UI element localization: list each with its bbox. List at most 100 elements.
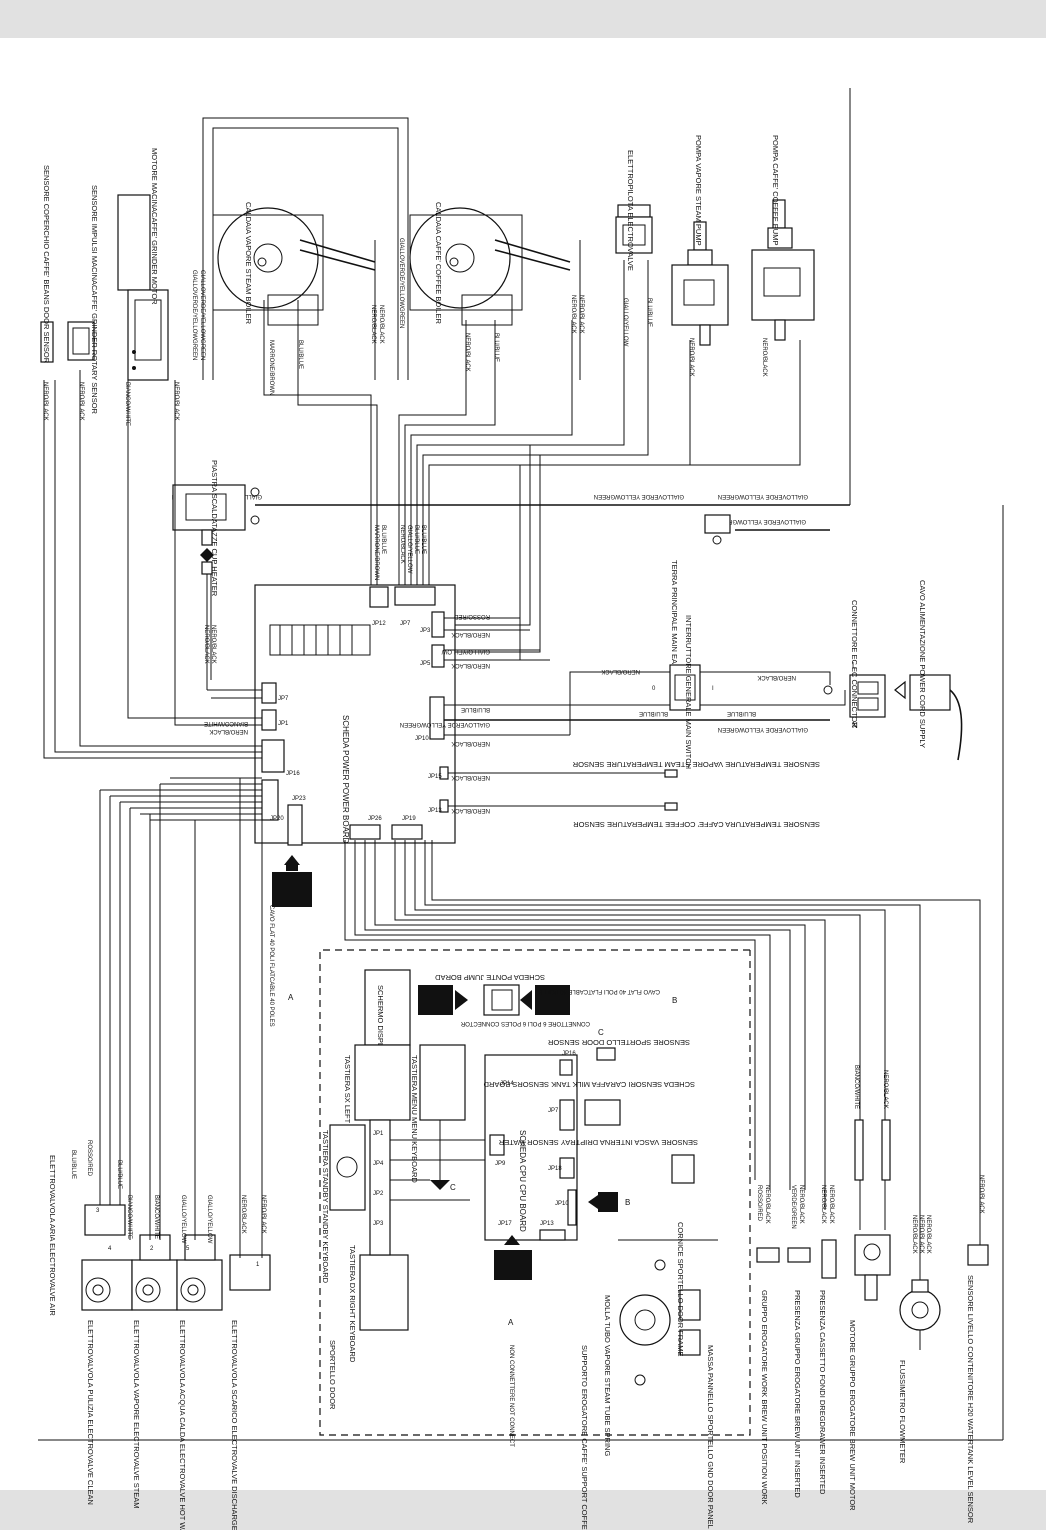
cpu-jp14: JP14 — [500, 1081, 514, 1087]
wire-label: GIALLOVERDE/YELLOWGREEN — [191, 270, 197, 360]
wire-label: ROSSO/RED — [86, 1140, 92, 1177]
jp1-label: JP1 — [278, 721, 289, 727]
arrow-left-icon — [894, 680, 906, 700]
wire-label: GIALLOVERDE YELLOWGREEN — [400, 721, 490, 727]
driptray-sensor — [671, 1154, 695, 1184]
valve-2-number: 2 — [150, 1246, 154, 1252]
door-sensor — [596, 1047, 616, 1061]
wire-label: GIALLO/YELLOW — [406, 525, 412, 574]
electrovalve-top — [615, 204, 653, 254]
main-earth-label: TERRA PRINCIPALE MAIN EARTH — [670, 560, 679, 679]
jp12-label: JP12 — [372, 621, 386, 627]
wire-label: NERO/BLACK — [978, 1175, 984, 1214]
valve-1-number: 1 — [256, 1262, 260, 1268]
main-switch — [669, 664, 701, 711]
jp15-label: JP15 — [428, 774, 442, 780]
hot-water-valve-label: ELETTROVALVOLA ACQUA CALDA ELECTROVALVE … — [178, 1320, 187, 1530]
main-switch-label: INTERRUTTORE GENERALE MAIN SWITCH — [684, 615, 693, 769]
wire-label: NERO/BLACK — [925, 1215, 931, 1254]
kbd-jp3: JP3 — [373, 1221, 384, 1227]
wire-label: GIALLOVERDE/YELLOWGREEN — [398, 238, 404, 328]
flowmeter — [899, 1279, 941, 1331]
wire-label: GIALLO/YELLOW — [180, 1195, 186, 1244]
jump-board-label: SCHEDA PONTE JUMP BORAD — [435, 973, 545, 982]
left-keyboard-label: TASTIERA SX LEFT KEYBOARD — [343, 1055, 352, 1167]
switch-off-mark: 0 — [652, 686, 656, 692]
cpu-jp7: JP7 — [548, 1108, 559, 1114]
marker-a-top: A — [288, 993, 294, 1002]
cpu-jp9: JP9 — [495, 1161, 506, 1167]
wire-label: NERO/BLACK — [173, 382, 179, 421]
discharge-valve-label: ELETTROVALVOLA SCARICO ELECTROVALVE DISC… — [230, 1320, 239, 1530]
flatcable-40-connector — [272, 855, 312, 907]
switch-on-mark: I — [712, 686, 714, 692]
clean-valve-label: ELETTROVALVOLA PULIZIA ELECTROVALVE CLEA… — [86, 1320, 95, 1505]
steam-boiler-label: CALDAIA VAPORE STEAM BOILER — [244, 202, 253, 325]
line-mark: L — [852, 661, 857, 670]
jp19-label: JP19 — [402, 816, 416, 822]
left-keyboard — [354, 1044, 411, 1121]
cpu-jp16: JP16 — [562, 1051, 576, 1057]
wire-label: BIANCO/WHITE — [126, 1195, 132, 1239]
jp5-label: JP7 — [278, 696, 289, 702]
valve-block — [81, 1204, 271, 1311]
beans-door-sensor-label: SENSORE COPERCHIO CAFFE' BEANS DOOR SENS… — [42, 165, 51, 364]
jp10-label: JP10 — [415, 736, 429, 742]
flatcable-label: CAVO FLAT 40 POLI FLATCABLE 40 POLES — [268, 905, 274, 1027]
power-board-label: SCHEDA POWER POWER BOARD — [341, 715, 350, 844]
top-gray-band — [0, 0, 1046, 38]
jp26-label: JP26 — [368, 816, 382, 822]
air-valve-label: ELETTROVALVOLA ARIA ELECTROVALVE AIR — [48, 1155, 57, 1316]
wire-label: NERO/BLACK — [378, 305, 384, 344]
valve-wires — [99, 778, 263, 1258]
left-wire-bus — [43, 370, 262, 821]
wire-label: NERO/BLACK — [209, 728, 248, 734]
watertank-sensor-label: SENSORE LIVELLO CONTENITORE H20 WATERTAN… — [966, 1275, 975, 1524]
power-board-connectors — [261, 586, 449, 846]
wire-label: BLU/BLUE — [116, 1160, 122, 1189]
coffee-temp-sensor-label: SENSORE TEMPERATURA CAFFE' COFFEE TEMPER… — [573, 820, 820, 829]
wire-label: BLU/BLUE — [420, 525, 426, 554]
wire-label: BLU/BLUE — [461, 706, 490, 712]
wire-label: NERO/BLACK — [451, 662, 490, 668]
wire-label: BLU/BLUE — [380, 525, 386, 554]
wire-label: GIALLOVERDE YELLOWGREEN — [718, 726, 808, 732]
wire-label: NERO/BLACK — [78, 382, 84, 421]
valve-5-number: 5 — [186, 1246, 190, 1252]
cpu-jp17: JP17 — [498, 1221, 512, 1227]
steam-temp-sensor — [664, 769, 678, 778]
wire-label: NERO/BLACK — [757, 674, 796, 680]
door-panel-outline — [319, 949, 751, 1436]
brew-motor-label: MOTORE GRUPPO EROGATORE BREW UNIT MOTOR — [848, 1320, 857, 1511]
wire-label: BLU/BLUE — [639, 710, 668, 716]
jp20-label: JP20 — [270, 816, 284, 822]
wire-label: BLU/BLUE — [493, 333, 499, 362]
wire-label: NERO/BLACK — [451, 774, 490, 780]
cpu-jp10: JP10 — [555, 1201, 569, 1207]
steam-temp-sensor-label: SENSORE TEMPERATURE VAPORE STEAM TEMPERA… — [572, 760, 820, 769]
kbd-jp4: JP4 — [373, 1161, 384, 1167]
steam-spring-label: MOLLA TUBO VAPORE STEAM TUBE SPRING — [603, 1295, 612, 1456]
wire-label: NERO/BLACK — [570, 295, 576, 334]
right-keyboard — [359, 1254, 409, 1331]
wire-label: BIANCO/WHITE — [153, 1195, 159, 1239]
ec-connector — [823, 674, 886, 718]
cpu-board-label: SCHEDA CPU CPU BOARD — [518, 1130, 527, 1232]
cup-heater-label: PIASTRA SCALDATAZZE CUP HEATER — [210, 460, 219, 597]
standby-keyboard — [329, 1124, 366, 1211]
jp7-label: JP7 — [400, 621, 411, 627]
flowmeter-label: FLUSSIMETRO FLOWMETER — [898, 1360, 907, 1464]
watertank-level-sensor — [967, 1244, 989, 1266]
jp23-label: JP23 — [292, 796, 306, 802]
menu-keyboard — [419, 1044, 466, 1121]
coffee-boiler-label: CALDAIA CAFFE' COFFEE BOILER — [434, 202, 443, 324]
wire-label: GIALLOVERDE YELLOWGREEN — [594, 493, 684, 499]
grinder-rotary-sensor-label: SENSORE IMPULSI MACINACAFFE' GRINDER ROT… — [90, 185, 99, 415]
lower-right-cable-bundle — [344, 840, 981, 1350]
wire-label: GIALLOVERDE/YELLOWGREEN — [199, 270, 205, 360]
wire-label: NERO/BLACK — [203, 625, 209, 664]
wire-label: BLU/BLUE — [297, 340, 303, 369]
wire-label: MARRONE/BROWN — [373, 525, 379, 580]
wire-label: NERO/BLACK — [399, 525, 405, 564]
wire-label: NERO/BLACK — [918, 1215, 924, 1254]
